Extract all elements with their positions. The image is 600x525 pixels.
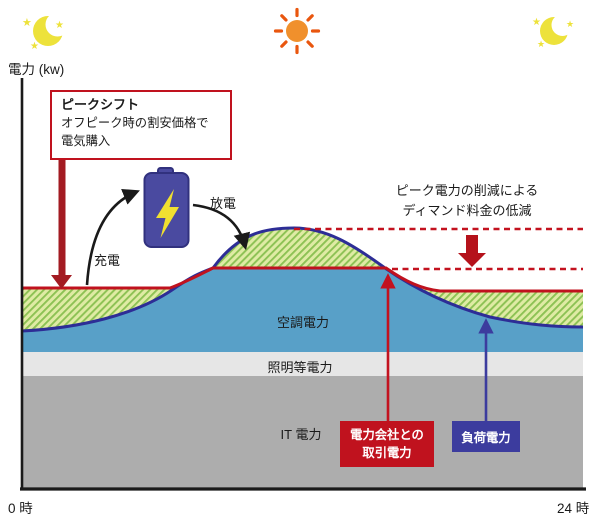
charge-arrow (85, 188, 140, 286)
load-power-label: 負荷電力 (461, 430, 511, 445)
demand-note-line1: ピーク電力の削減による (395, 183, 539, 198)
lightning-bolt-icon (156, 189, 179, 238)
discharge-label: 放電 (210, 196, 237, 211)
load-power-box: 負荷電力 (452, 421, 520, 452)
peak-shift-box: ピークシフト オフピーク時の割安価格で 電気購入 (50, 90, 232, 160)
peak-shift-arrow (51, 160, 72, 289)
hvac-power-label: 空調電力 (276, 315, 329, 330)
moon-icon: ★ ★ ★ (532, 14, 574, 49)
battery-energy-hatch-area (22, 228, 583, 331)
peak-shift-line1: オフピーク時の割安価格で (61, 115, 209, 130)
lighting-power-area (22, 352, 583, 376)
peak-shift-line2: 電気購入 (61, 133, 111, 148)
trade-power-box: 電力会社との 取引電力 (340, 421, 434, 467)
purchase-power-line (22, 266, 583, 293)
star-icon: ★ (537, 39, 545, 49)
star-icon: ★ (22, 17, 32, 29)
x-axis-start-label: 0 時 (8, 501, 33, 516)
star-icon: ★ (55, 20, 64, 31)
peak-shift-title: ピークシフト (61, 97, 140, 112)
discharge-arrow (192, 203, 251, 251)
hvac-power-area (22, 268, 583, 352)
star-icon: ★ (532, 17, 541, 28)
lighting-power-label: 照明等電力 (267, 360, 333, 375)
trade-power-line1: 電力会社との (350, 427, 424, 442)
demand-reduction-arrow (458, 235, 486, 267)
x-axis-end-label: 24 時 (557, 501, 590, 516)
moon-icon: ★ ★ ★ (22, 12, 70, 52)
trade-power-line2: 取引電力 (362, 446, 412, 460)
charge-label: 充電 (94, 253, 121, 268)
star-icon: ★ (30, 41, 39, 52)
star-icon: ★ (566, 19, 574, 29)
y-axis-label: 電力 (kw) (8, 62, 65, 77)
it-power-label: IT 電力 (280, 427, 322, 442)
sun-icon (273, 7, 321, 55)
demand-reduction-note: ピーク電力の削減による ディマンド料金の低減 (372, 181, 562, 220)
battery-icon (143, 167, 190, 248)
demand-note-line2: ディマンド料金の低減 (402, 202, 532, 218)
